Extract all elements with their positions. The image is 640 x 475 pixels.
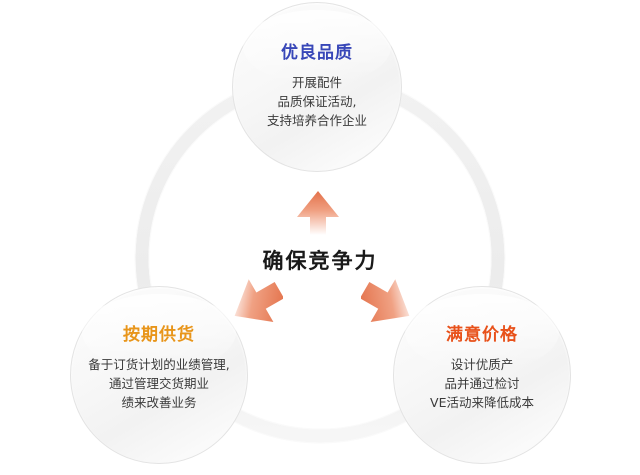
node-delivery: 按期供货 备于订货计划的业绩管理, 通过管理交货期业 绩来改善业务 <box>70 286 248 464</box>
node-delivery-body: 备于订货计划的业绩管理, 通过管理交货期业 绩来改善业务 <box>88 357 230 410</box>
node-quality-title: 优良品质 <box>281 43 353 63</box>
arrow-up-icon <box>297 191 339 235</box>
node-price-title: 满意价格 <box>446 325 518 345</box>
arrow-down-right-icon <box>361 279 410 323</box>
center-label: 确保竞争力 <box>262 249 378 273</box>
arrow-down-left-icon <box>234 279 283 323</box>
node-quality-body: 开展配件 品质保证活动, 支持培养合作企业 <box>266 75 367 128</box>
node-price: 满意价格 设计优质产 品并通过检讨 VE活动来降低成本 <box>393 286 571 464</box>
node-price-body: 设计优质产 品并通过检讨 VE活动来降低成本 <box>430 357 534 410</box>
node-quality: 优良品质 开展配件 品质保证活动, 支持培养合作企业 <box>232 2 402 172</box>
node-delivery-title: 按期供货 <box>123 325 195 345</box>
